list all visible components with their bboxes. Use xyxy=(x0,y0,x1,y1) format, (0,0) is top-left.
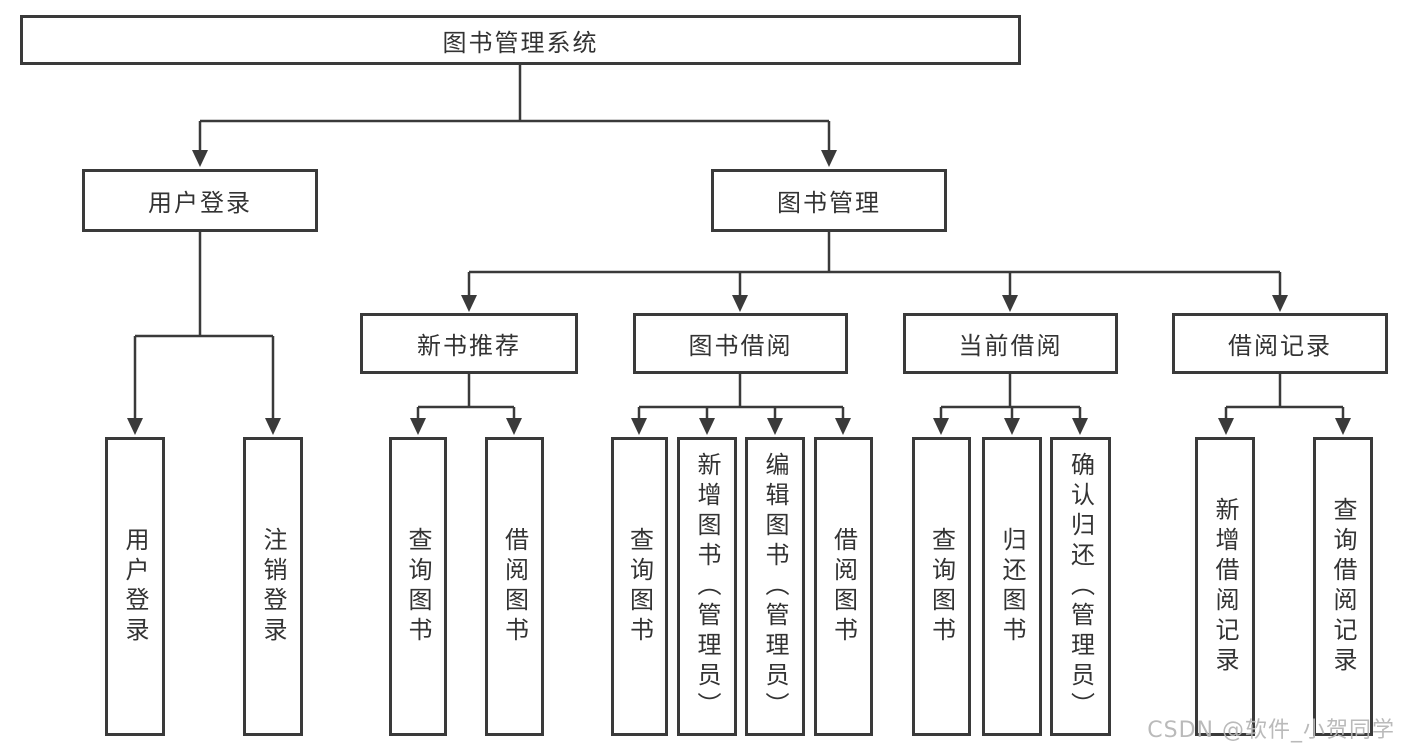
connector-user-login-to-leaves xyxy=(133,232,275,419)
node-current-borrow-label: 当前借阅 xyxy=(958,332,1063,360)
node-borrow-records-label: 借阅记录 xyxy=(1228,332,1332,360)
node-root-label: 图书管理系统 xyxy=(442,28,599,57)
node-user-login: 用户登录 xyxy=(82,169,318,232)
leaf-confirm-return-admin-label: 确认归还（管理员） xyxy=(1066,451,1095,722)
leaf-edit-book-admin-label: 编辑图书（管理员） xyxy=(761,451,789,722)
leaf-user-login: 用户登录 xyxy=(105,437,165,736)
leaf-query-books-1: 查询图书 xyxy=(389,437,447,736)
node-book-management: 图书管理 xyxy=(711,169,947,232)
leaf-query-borrow-record: 查询借阅记录 xyxy=(1313,437,1373,736)
leaf-add-book-admin-label: 新增图书（管理员） xyxy=(693,451,721,722)
leaf-add-book-admin: 新增图书（管理员） xyxy=(677,437,737,736)
node-book-borrow: 图书借阅 xyxy=(633,313,848,374)
node-root: 图书管理系统 xyxy=(20,15,1021,65)
node-book-borrow-label: 图书借阅 xyxy=(688,332,793,360)
leaf-query-borrow-record-label: 查询借阅记录 xyxy=(1329,496,1357,677)
node-user-login-label: 用户登录 xyxy=(148,189,252,217)
leaf-add-borrow-record-label: 新增借阅记录 xyxy=(1211,496,1239,677)
connector-book-mgmt-to-level3 xyxy=(467,232,1282,297)
node-book-management-label: 图书管理 xyxy=(777,189,881,217)
leaf-query-books-3-label: 查询图书 xyxy=(927,526,956,647)
leaf-borrow-books-1-label: 借阅图书 xyxy=(500,526,529,647)
leaf-query-books-2: 查询图书 xyxy=(611,437,668,736)
leaf-add-borrow-record: 新增借阅记录 xyxy=(1195,437,1255,736)
leaf-edit-book-admin: 编辑图书（管理员） xyxy=(745,437,805,736)
leaf-borrow-books-1: 借阅图书 xyxy=(485,437,544,736)
node-current-borrow: 当前借阅 xyxy=(903,313,1118,374)
leaf-query-books-3: 查询图书 xyxy=(912,437,971,736)
watermark: CSDN @软件_小贺同学 xyxy=(1147,718,1395,743)
leaf-borrow-books-2: 借阅图书 xyxy=(814,437,873,736)
node-new-book-recommend: 新书推荐 xyxy=(360,313,578,374)
leaf-borrow-books-2-label: 借阅图书 xyxy=(829,526,858,647)
leaf-return-book-label: 归还图书 xyxy=(998,526,1026,647)
connector-root-to-level2 xyxy=(198,64,831,151)
connector-current-to-leaves xyxy=(939,374,1082,420)
leaf-query-books-2-label: 查询图书 xyxy=(625,526,654,647)
leaf-return-book: 归还图书 xyxy=(982,437,1042,736)
node-new-book-recommend-label: 新书推荐 xyxy=(417,332,521,360)
connector-borrow-to-leaves xyxy=(637,374,845,420)
leaf-logout-label: 注销登录 xyxy=(259,526,287,647)
leaf-query-books-1-label: 查询图书 xyxy=(404,526,432,647)
leaf-confirm-return-admin: 确认归还（管理员） xyxy=(1050,437,1111,736)
connector-records-to-leaves xyxy=(1224,374,1345,420)
leaf-logout: 注销登录 xyxy=(243,437,303,736)
leaf-user-login-label: 用户登录 xyxy=(121,526,149,647)
node-borrow-records: 借阅记录 xyxy=(1172,313,1388,374)
connector-new-books-to-leaves xyxy=(416,374,516,420)
